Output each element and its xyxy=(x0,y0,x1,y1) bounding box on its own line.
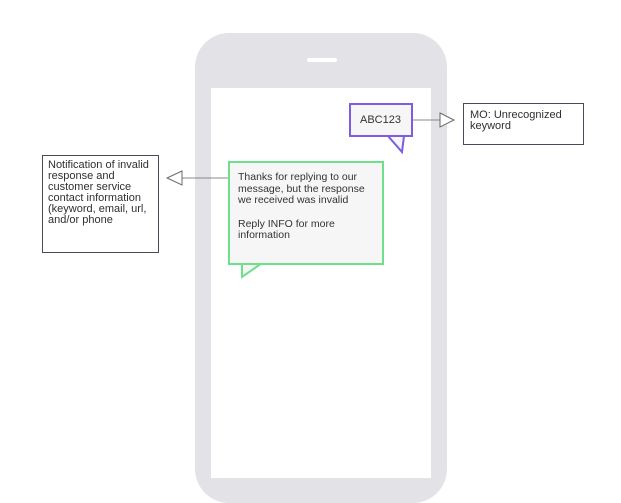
mo-message-text: ABC123 xyxy=(360,114,401,126)
response-message-line-1: Thanks for replying to our message, but … xyxy=(238,171,365,206)
diagram-canvas: ABC123 Thanks for replying to our messag… xyxy=(42,33,584,503)
mo-message-bubble: ABC123 xyxy=(349,103,413,137)
response-connector-arrowhead xyxy=(165,170,183,186)
response-annotation-text: Notification of invalid response and cus… xyxy=(48,159,149,226)
response-annotation-box: Notification of invalid response and cus… xyxy=(42,155,159,253)
mo-bubble-tail xyxy=(387,135,405,155)
response-message-bubble: Thanks for replying to our message, but … xyxy=(228,161,384,265)
mo-annotation-box: MO: Unrecognized keyword xyxy=(463,103,584,145)
mo-annotation-text: MO: Unrecognized keyword xyxy=(470,109,562,132)
response-bubble-tail xyxy=(241,262,263,279)
phone-screen xyxy=(211,88,431,478)
mo-connector-arrowhead xyxy=(439,112,456,128)
phone-speaker xyxy=(307,58,337,62)
response-message-line-2: Reply INFO for more information xyxy=(238,217,335,241)
